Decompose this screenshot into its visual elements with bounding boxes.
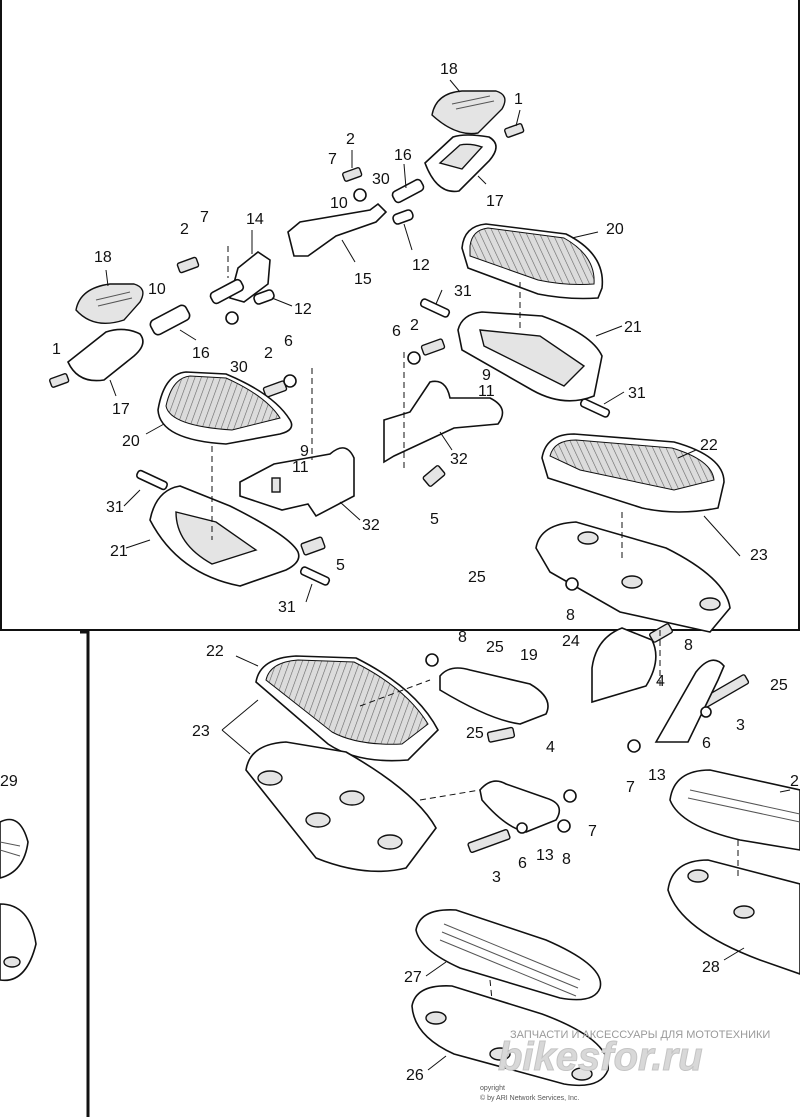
callouts-upper: 18 1 2 7 16 30 10 17 20 14 2 7 12 15 18 … <box>52 61 768 650</box>
callout-16-top: 16 <box>394 147 412 164</box>
callout-31-top: 31 <box>454 283 472 300</box>
callout-2-lower: 2 <box>264 345 273 362</box>
callout-23-lower: 23 <box>192 723 210 740</box>
callout-25-mid: 25 <box>466 725 484 742</box>
callout-30-left: 30 <box>230 359 248 376</box>
callout-6-lowmid: 6 <box>518 855 527 872</box>
callout-30-top: 30 <box>372 171 390 188</box>
callout-29: 29 <box>0 773 18 790</box>
callout-17-top: 17 <box>486 193 504 210</box>
callout-2-partial: 2 <box>790 773 799 790</box>
callout-9-left: 9 <box>300 443 309 460</box>
callout-21-top: 21 <box>624 319 642 336</box>
callout-22-upper: 22 <box>700 437 718 454</box>
callout-10-top: 10 <box>330 195 348 212</box>
upper-panel-parts <box>49 90 731 633</box>
watermark-tagline: ЗАПЧАСТИ И АКСЕССУАРЫ ДЛЯ МОТОТЕХНИКИ <box>510 1029 770 1041</box>
watermark-brand: bikesfor.ru <box>498 1035 703 1079</box>
callout-14: 14 <box>246 211 264 228</box>
callout-1-top: 1 <box>514 91 523 108</box>
callout-3-right: 3 <box>736 717 745 734</box>
callout-11-mid: 11 <box>478 383 495 400</box>
callout-18-left: 18 <box>94 249 112 266</box>
watermark: ЗАПЧАСТИ И АКСЕССУАРЫ ДЛЯ МОТОТЕХНИКИ bi… <box>480 1029 770 1102</box>
callout-25-upper: 25 <box>468 569 486 586</box>
callout-5-left: 5 <box>336 557 345 574</box>
callout-18-top: 18 <box>440 61 458 78</box>
callout-31-left: 31 <box>106 499 124 516</box>
callout-20-top: 20 <box>606 221 624 238</box>
callout-23-upper: 23 <box>750 547 768 564</box>
callout-13-mid: 13 <box>536 847 554 864</box>
callout-21-left: 21 <box>110 543 128 560</box>
callout-6-lower: 6 <box>284 333 293 350</box>
callout-2-top: 2 <box>346 131 355 148</box>
callout-1-left: 1 <box>52 341 61 358</box>
callout-9-mid: 9 <box>482 367 491 384</box>
callout-6-mid: 6 <box>392 323 401 340</box>
lower-panel-parts <box>0 577 800 1087</box>
callout-31-right: 31 <box>628 385 646 402</box>
callout-7-top: 7 <box>328 151 337 168</box>
callout-2-mid: 2 <box>410 317 419 334</box>
callout-25-lower: 25 <box>486 639 504 656</box>
copyright-line-2: © by ARI Network Services, Inc. <box>480 1094 579 1102</box>
callout-32-right: 32 <box>450 451 468 468</box>
callout-2-left: 2 <box>180 221 189 238</box>
callout-10-left: 10 <box>148 281 166 298</box>
callout-25-right: 25 <box>770 677 788 694</box>
callout-4-right: 4 <box>656 673 665 690</box>
callout-15: 15 <box>354 271 372 288</box>
callout-17-left: 17 <box>112 401 130 418</box>
callout-8-right: 8 <box>684 637 693 654</box>
callout-31-bottom: 31 <box>278 599 296 616</box>
callout-12-top: 12 <box>412 257 430 274</box>
callout-13-right: 13 <box>648 767 666 784</box>
callout-5-right: 5 <box>430 511 439 528</box>
callout-11-left: 11 <box>292 459 309 476</box>
callout-22-lower: 22 <box>206 643 224 660</box>
alignment-lines <box>211 246 739 1001</box>
callout-28: 28 <box>702 959 720 976</box>
callout-32-left: 32 <box>362 517 380 534</box>
callout-24: 24 <box>562 633 580 650</box>
callout-8-upper: 8 <box>566 607 575 624</box>
callout-8-lower: 8 <box>458 629 467 646</box>
callout-27: 27 <box>404 969 422 986</box>
callout-19: 19 <box>520 647 538 664</box>
callout-7-right: 7 <box>626 779 635 796</box>
callout-3-mid: 3 <box>492 869 501 886</box>
callout-12-left: 12 <box>294 301 312 318</box>
copyright-line-1: opyright <box>480 1085 505 1092</box>
callout-20-left: 20 <box>122 433 140 450</box>
callout-8-lowmid: 8 <box>562 851 571 868</box>
callout-4-mid: 4 <box>546 739 555 756</box>
leader-lines <box>105 79 791 1071</box>
callout-7-mid: 7 <box>588 823 597 840</box>
callouts-lower: 22 8 25 19 8 4 25 23 3 6 25 4 7 13 7 6 1… <box>0 629 799 1084</box>
callout-6-right: 6 <box>702 735 711 752</box>
callout-26: 26 <box>406 1067 424 1084</box>
callout-16-left: 16 <box>192 345 210 362</box>
callout-7-left: 7 <box>200 209 209 226</box>
